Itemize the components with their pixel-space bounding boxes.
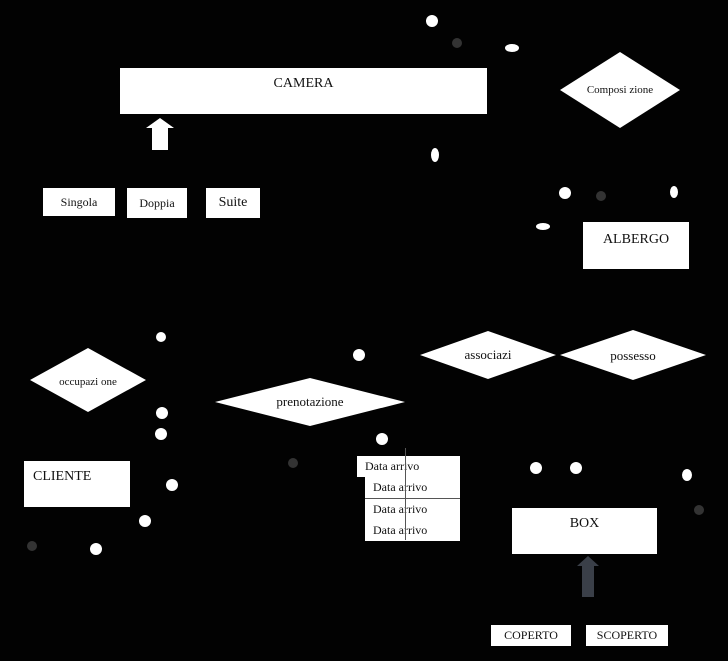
prenotazione-label: prenotazione	[276, 394, 344, 409]
attribute-data-arrivo: Data arrivo	[365, 477, 460, 499]
occupazione-label: occupazi one	[59, 376, 117, 388]
camera-label: CAMERA	[273, 76, 334, 91]
entity-box: BOX	[512, 508, 657, 554]
entity-scoperto: SCOPERTO	[586, 625, 668, 646]
dot	[90, 543, 102, 555]
dot	[536, 223, 550, 230]
entity-coperto: COPERTO	[491, 625, 571, 646]
dot	[156, 407, 168, 419]
prenotazione-diamond	[215, 378, 405, 426]
dot	[353, 349, 365, 361]
table-divider	[405, 448, 406, 540]
dot	[694, 505, 704, 515]
dot	[559, 187, 571, 199]
possesso-label: possesso	[610, 348, 656, 363]
up-arrow-dark-icon	[577, 556, 599, 597]
dot	[530, 462, 542, 474]
up-arrow-icon	[146, 118, 174, 150]
entity-singola: Singola	[43, 188, 115, 216]
dot	[670, 186, 678, 198]
dot	[288, 458, 298, 468]
dot	[452, 38, 462, 48]
associazione-diamond	[420, 331, 556, 379]
attribute-data-arrivo: Data arrivo	[373, 523, 428, 537]
attribute-data-arrivo: Data arrivo	[357, 456, 455, 477]
dot	[155, 428, 167, 440]
dot	[156, 332, 166, 342]
composizione-label: Composi zione	[586, 84, 654, 96]
entity-suite: Suite	[206, 188, 260, 218]
entity-doppia: Doppia	[127, 188, 187, 218]
dot	[596, 191, 606, 201]
dot	[376, 433, 388, 445]
dot	[139, 515, 151, 527]
entity-cliente: CLIENTE	[24, 461, 130, 507]
occupazione-diamond	[30, 348, 146, 412]
dot	[27, 541, 37, 551]
attribute-data-arrivo: Data arrivo	[373, 502, 428, 516]
associazione-label: associazi	[464, 347, 512, 362]
dot	[426, 15, 438, 27]
entity-albergo: ALBERGO	[583, 222, 689, 269]
attribute-table: Data arrivo Data arrivo Data arrivo Data…	[357, 448, 460, 541]
possesso-diamond	[560, 330, 706, 380]
dot	[682, 469, 692, 481]
dot	[431, 148, 439, 162]
entity-camera: CAMERA	[120, 68, 487, 114]
dot	[505, 44, 519, 52]
dot	[570, 462, 582, 474]
composizione-diamond	[560, 52, 680, 128]
dot	[166, 479, 178, 491]
